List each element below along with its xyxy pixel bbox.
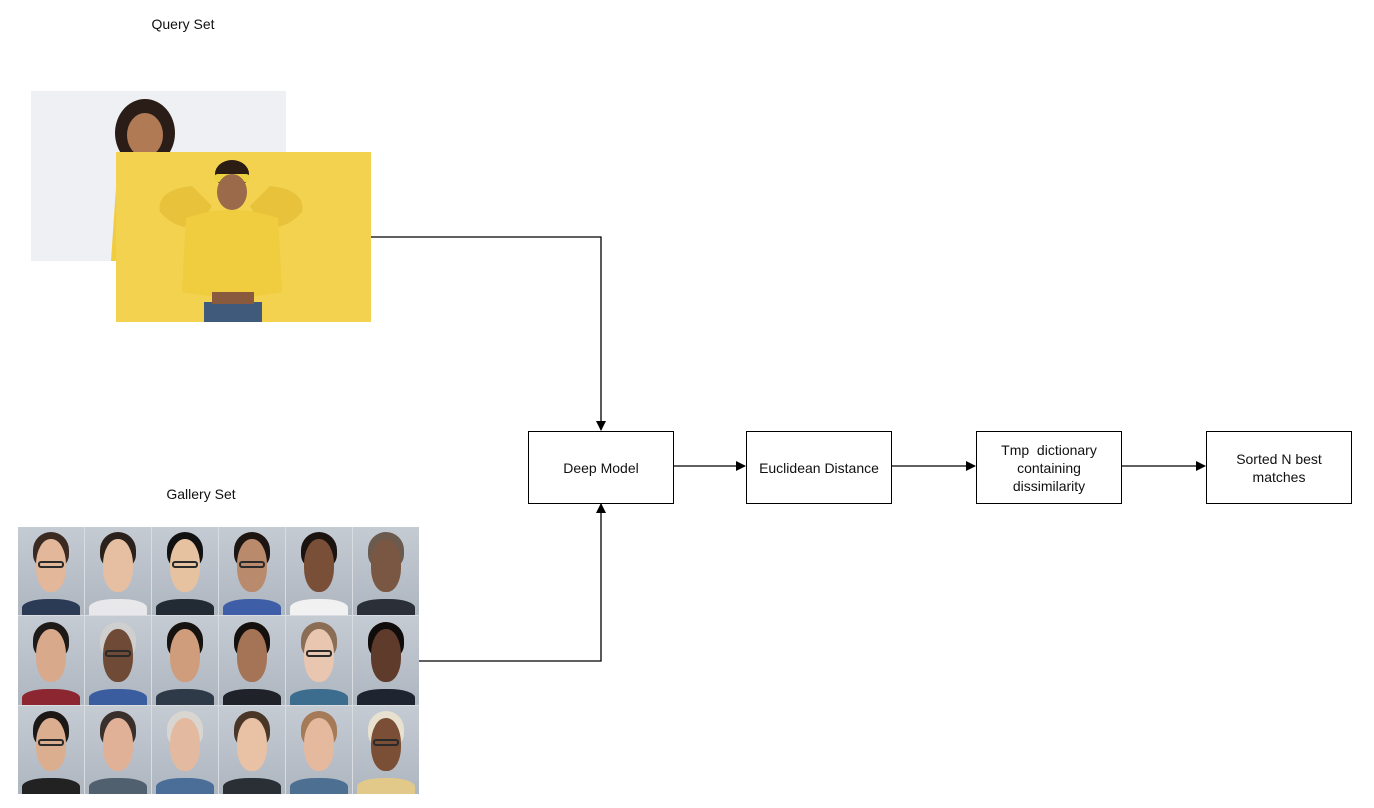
shirt-shape (88, 688, 148, 705)
sorted-matches-node: Sorted N best matches (1206, 431, 1352, 504)
shirt-shape (289, 778, 349, 794)
shirt-shape (21, 599, 81, 616)
sorted-matches-line-2: matches (1252, 468, 1306, 485)
glasses-icon (171, 560, 199, 568)
euclidean-distance-label: Euclidean Distance (759, 459, 879, 476)
glasses-icon (104, 649, 132, 657)
shirt-shape (21, 778, 81, 794)
face-shape (236, 628, 268, 682)
gallery-face-tile (353, 705, 419, 794)
gallery-face-tile (18, 705, 84, 794)
euclidean-distance-node: Euclidean Distance (746, 431, 892, 504)
shirt-shape (222, 599, 282, 616)
gallery-face-tile (152, 616, 218, 705)
gallery-face-tile (219, 705, 285, 794)
gallery-face-tile (219, 616, 285, 705)
gallery-face-tile (152, 705, 218, 794)
gallery-set-label: Gallery Set (166, 486, 236, 502)
gallery-face-tile (353, 616, 419, 705)
gallery-face-tile (286, 527, 352, 616)
shirt-shape (88, 599, 148, 616)
face-shape (169, 718, 201, 772)
gallery-to-model-arrow (419, 503, 606, 662)
gallery-face-tile (353, 527, 419, 616)
portrait-photo-icon (116, 152, 371, 322)
gallery-face-tile (286, 705, 352, 794)
face-shape (169, 628, 201, 682)
face-shape (102, 539, 134, 593)
shirt-shape (356, 599, 416, 616)
face-shape (370, 539, 402, 593)
gallery-face-tile (85, 616, 151, 705)
face-shape (236, 718, 268, 772)
query-set-label: Query Set (151, 16, 215, 32)
query-to-model-arrow (371, 236, 606, 431)
tmp-dictionary-node: Tmp dictionary containing dissimilarity (976, 431, 1122, 504)
sorted-matches-line-1: Sorted N best (1236, 450, 1322, 467)
face-shape (303, 539, 335, 593)
gallery-face-tile (85, 527, 151, 616)
shirt-shape (155, 599, 215, 616)
gallery-image-grid (18, 527, 419, 794)
glasses-icon (305, 649, 333, 657)
gallery-face-tile (85, 705, 151, 794)
shirt-shape (289, 688, 349, 705)
deep-model-label: Deep Model (563, 459, 639, 476)
deep-model-node: Deep Model (528, 431, 674, 504)
shirt-shape (222, 778, 282, 794)
query-image-front (116, 152, 371, 322)
shirt-shape (88, 778, 148, 794)
shirt-shape (155, 688, 215, 705)
gallery-face-tile (286, 616, 352, 705)
face-shape (303, 718, 335, 772)
shirt-shape (21, 688, 81, 705)
face-shape (102, 718, 134, 772)
glasses-icon (372, 739, 400, 747)
gallery-face-tile (152, 527, 218, 616)
glasses-icon (238, 560, 266, 568)
gallery-face-tile (219, 527, 285, 616)
glasses-icon (37, 739, 65, 747)
tmp-dictionary-line-3: dissimilarity (1012, 477, 1086, 494)
gallery-face-tile (18, 527, 84, 616)
shirt-shape (289, 599, 349, 616)
tmp-dictionary-line-1: Tmp dictionary (1001, 441, 1097, 458)
shirt-shape (222, 688, 282, 705)
glasses-icon (37, 560, 65, 568)
face-shape (35, 628, 67, 682)
shirt-shape (356, 688, 416, 705)
shirt-shape (356, 778, 416, 794)
gallery-face-tile (18, 616, 84, 705)
shirt-shape (155, 778, 215, 794)
face-shape (370, 628, 402, 682)
tmp-dictionary-line-2: containing (1017, 459, 1081, 476)
